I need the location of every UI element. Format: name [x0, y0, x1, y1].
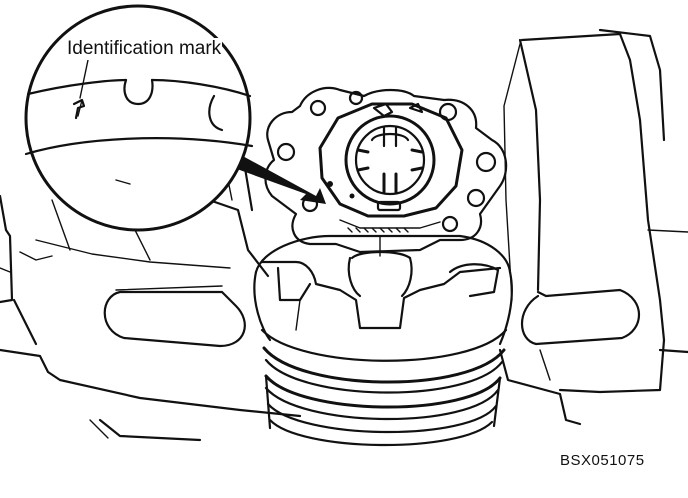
magnified-detail-circle: [24, 4, 254, 232]
identification-mark-label: Identification mark: [66, 38, 223, 60]
pump-body: [254, 234, 512, 331]
right-bracket: [498, 28, 688, 426]
left-bracket-plate: [103, 285, 246, 348]
identification-cover: [318, 102, 464, 233]
identification-mark-symbol: [72, 98, 86, 120]
pulley: [253, 270, 513, 447]
figure-code: BSX051075: [560, 452, 645, 469]
